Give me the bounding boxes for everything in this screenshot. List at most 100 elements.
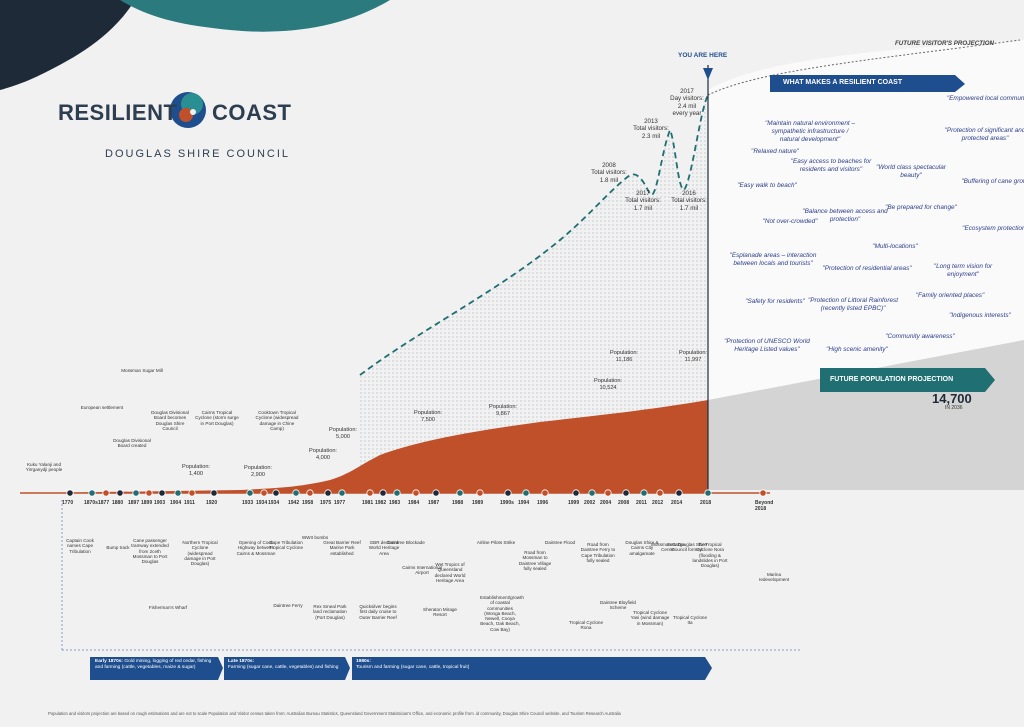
timeline-dot — [504, 489, 512, 497]
timeline-year: 1933 — [242, 500, 254, 506]
band-late-desc: Farming (sugar cane, cattle, vegetables)… — [228, 664, 339, 670]
quote-text: "Safety for residents" — [745, 298, 805, 305]
timeline-year: 1987 — [428, 500, 440, 506]
event-above: Cairns Tropical Cyclone (storm surge in … — [195, 410, 239, 426]
timeline-dot — [588, 489, 596, 497]
timeline-year: 1999 — [568, 500, 580, 506]
event-below: Captain Cook names Cape Tribulation — [66, 538, 94, 554]
timeline-year: 1920 — [206, 500, 218, 506]
timeline-year: Beyond 2018 — [755, 500, 774, 512]
event-below: Daintree Blockade — [387, 540, 425, 545]
visitor-label: 2017 Day visitors: 2.4 mil every year — [670, 88, 704, 118]
timeline-dot — [432, 489, 440, 497]
timeline-dot — [656, 489, 664, 497]
corner-shape — [0, 0, 135, 90]
population-2036-value: 14,700 — [932, 391, 972, 406]
event-below: Tropical Cyclone Ita — [672, 615, 708, 626]
band-1980s-text: 1980s:Tourism and farming (sugar cane, c… — [356, 659, 656, 671]
band-early-1870s — [90, 657, 223, 680]
event-above: Mossman Sugar Mill — [121, 368, 163, 373]
logo-subtitle: DOUGLAS SHIRE COUNCIL — [105, 148, 291, 160]
timeline-dot — [132, 489, 140, 497]
timeline-year: 1975 — [320, 500, 332, 506]
top-wave — [120, 0, 390, 32]
timeline-year: 1958 — [302, 500, 314, 506]
event-below: Mossman Gorge Centre — [651, 542, 685, 553]
population-label: Population: 1,400 — [182, 464, 210, 477]
timeline-markers — [66, 489, 767, 497]
population-label: Population: 2,900 — [244, 465, 272, 478]
event-below: Quicksilver begins first daily cruise to… — [359, 604, 397, 620]
timeline-dot — [393, 489, 401, 497]
visitor-label: 2008 Total visitors: 1.8 mil — [591, 162, 627, 184]
event-below: Daintree Bloyfield Scheme — [599, 600, 636, 611]
population-label: Population: 11,186 — [610, 350, 638, 363]
what-makes-label: WHAT MAKES A RESILIENT COAST — [783, 79, 903, 86]
quote-text: "Protection of residential areas" — [822, 265, 912, 272]
quote-text: "Not over-crowded" — [762, 218, 818, 225]
quote-text: "Ecosystem protection" — [962, 225, 1024, 232]
timeline-dot — [379, 489, 387, 497]
timeline-year: 2008 — [618, 500, 630, 506]
timeline-dot — [541, 489, 549, 497]
event-below: Ex-Tropical Cyclone Nora (flooding & lan… — [692, 542, 728, 569]
timeline-dot — [366, 489, 374, 497]
timeline-dot — [210, 489, 218, 497]
timeline-year: 2012 — [652, 500, 664, 506]
timeline-dot — [324, 489, 332, 497]
timeline-dot — [522, 489, 530, 497]
quote-text: "Multi-locations" — [872, 243, 918, 250]
timeline-year: 1994 — [518, 500, 530, 506]
event-below: Establishment/growth of coastal communit… — [480, 595, 524, 632]
event-below: Bump track — [106, 545, 130, 550]
population-label: Population: 5,000 — [329, 427, 357, 440]
event-above: Kuku Yalanji and Yirrganydji people — [25, 462, 63, 473]
band-late-text: Late 1870s:Farming (sugar cane, cattle, … — [228, 659, 346, 671]
timeline-dot — [158, 489, 166, 497]
timeline-year: 2011 — [636, 500, 647, 506]
event-below: GBR declared World Heritage Area — [368, 540, 400, 556]
timeline-dot — [66, 489, 74, 497]
timeline-dot — [456, 489, 464, 497]
event-below: Douglas Shire & Cairns City amalgamate — [625, 540, 659, 556]
timeline-dot — [572, 489, 580, 497]
timeline-year: 1880 — [112, 500, 124, 506]
quote-text: "Easy access to beaches for residents an… — [790, 158, 872, 173]
timeline-year: 1897 — [128, 500, 140, 506]
timeline-year: 1982 — [375, 500, 387, 506]
population-label: Population: 4,000 — [309, 448, 337, 461]
timeline-dot — [260, 489, 268, 497]
event-below: Daintree Flood — [544, 540, 576, 545]
event-above: Douglas Divisional Board becomes Douglas… — [151, 410, 189, 431]
timeline-dot — [145, 489, 153, 497]
event-below: Cairns International Airport — [402, 565, 442, 576]
timeline-dot — [246, 489, 254, 497]
population-2036-sub: IN 2036 — [945, 405, 963, 411]
quote-text: "Buffering of cane growers" — [961, 178, 1024, 185]
timeline-year: 1981 — [362, 500, 374, 506]
timeline-dot — [604, 489, 612, 497]
visitor-label: 2016 Total visitors: 1.7 mil — [671, 190, 707, 212]
timeline-year: 1942 — [288, 500, 300, 506]
timeline-dot — [116, 489, 124, 497]
quote-text: "Empowered local community" — [946, 95, 1024, 102]
quote-text: "Family oriented places" — [915, 292, 985, 299]
event-below: Daintree Ferry — [273, 603, 303, 608]
future-visitors-line — [707, 39, 1021, 96]
event-below: Cane passenger tramway extended from 2ce… — [131, 538, 169, 565]
logo-mark — [170, 92, 206, 128]
event-below: WWII bombs — [301, 535, 329, 540]
band-early-text: Early 1870s: Gold mining, logging of red… — [95, 659, 215, 671]
you-are-here-label: YOU ARE HERE — [678, 52, 728, 59]
event-below: Opening of Cook Highway between Cairns &… — [236, 540, 276, 556]
timeline-year: 1934 — [256, 500, 268, 506]
band-late-1870s — [224, 657, 350, 680]
timeline-year: 1983 — [389, 500, 401, 506]
future-visitors-label: FUTURE VISITOR'S PROJECTION — [895, 40, 994, 47]
event-above: European settlement — [80, 405, 124, 410]
event-above: Cooktown Tropical Cyclone (widespread da… — [255, 410, 299, 431]
timeline-year: 1903 — [154, 500, 166, 506]
population-label: Population: 10,524 — [594, 378, 622, 391]
quote-text: "Relaxed nature" — [751, 148, 799, 155]
